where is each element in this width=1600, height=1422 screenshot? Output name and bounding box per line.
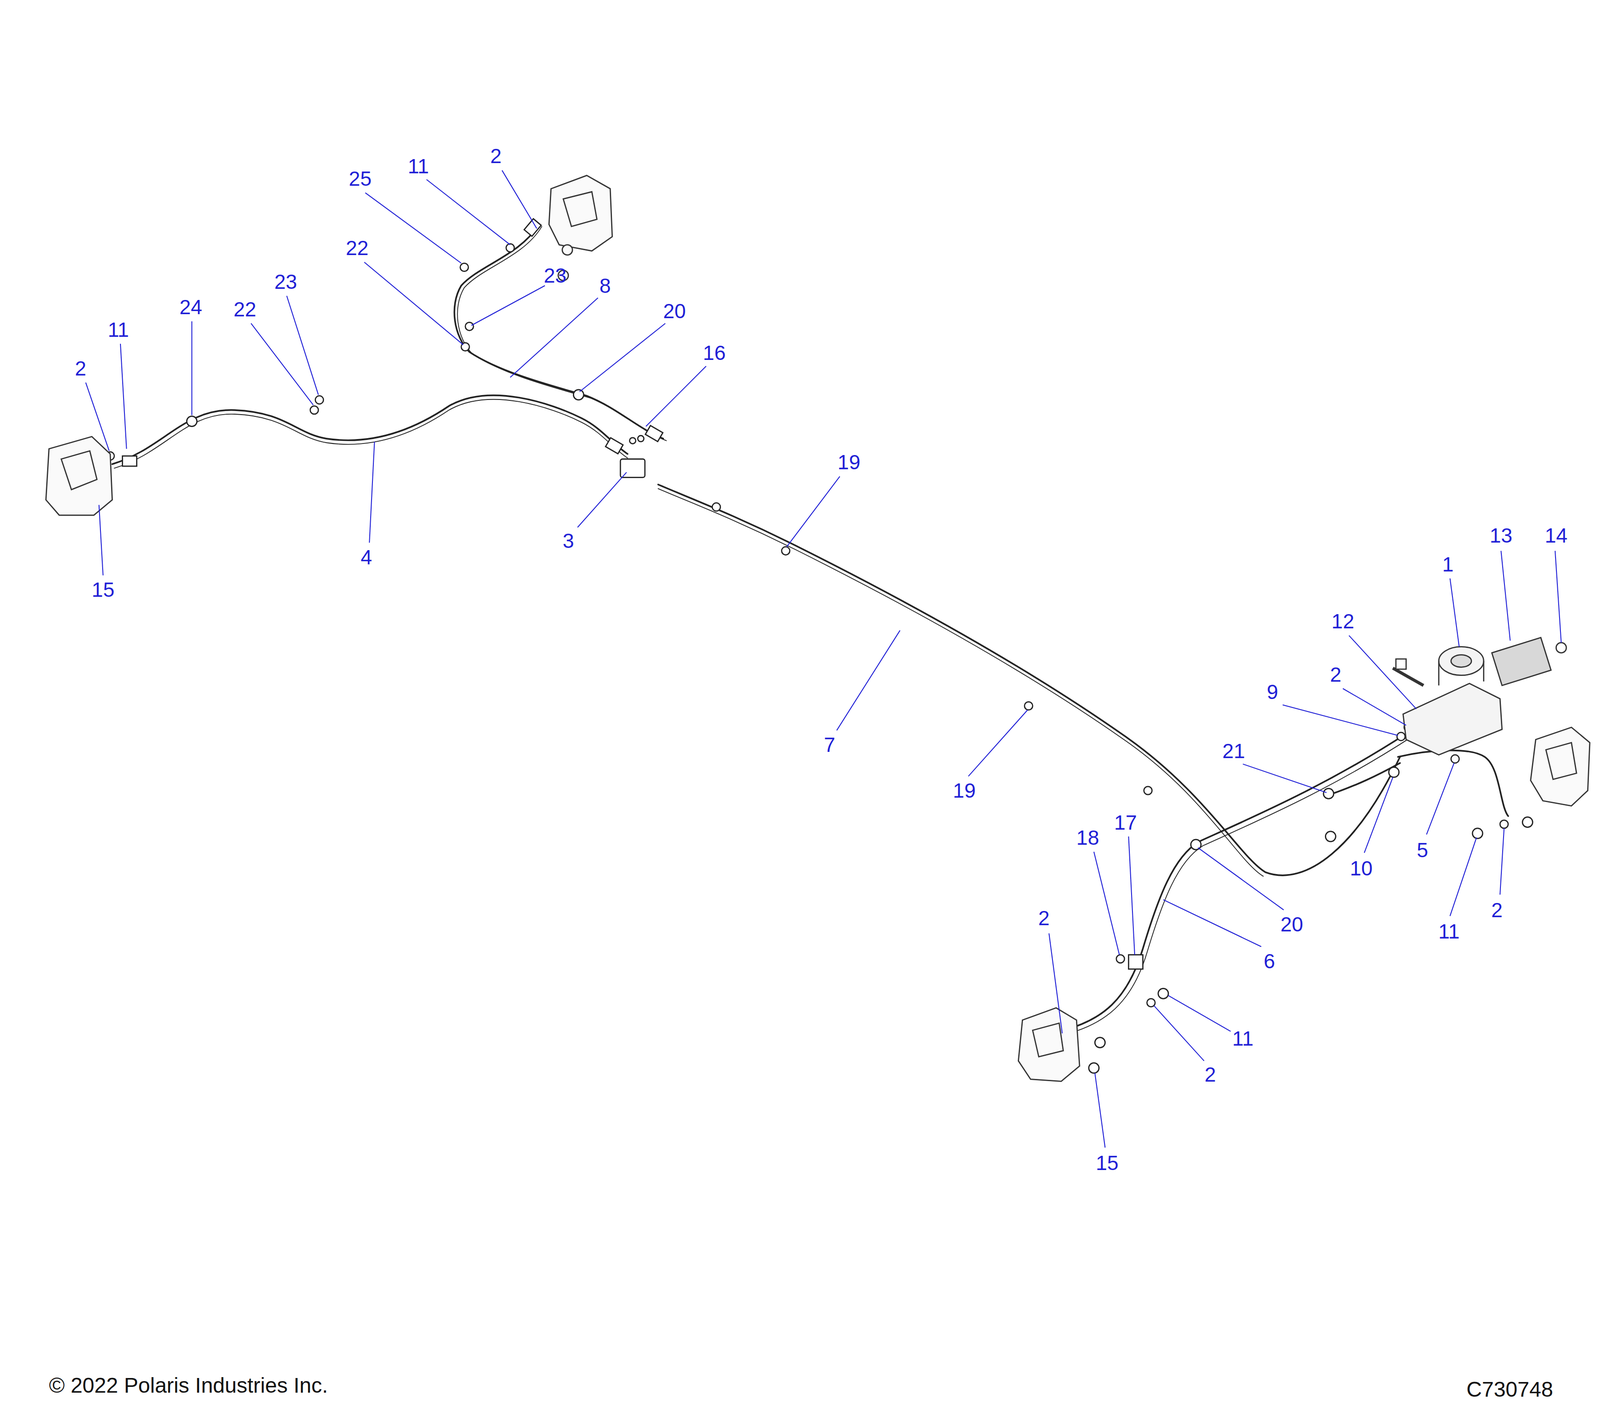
callout-number: 9 [1266,681,1279,703]
callout-number: 11 [1438,921,1460,942]
callout-number: 11 [1232,1028,1254,1049]
callout-number: 2 [1491,900,1503,921]
callout-number: 14 [1544,525,1568,546]
callout-number: 11 [407,156,429,177]
callout-number: 17 [1114,812,1137,833]
leader-lines [85,170,1562,1148]
callout-number: 22 [233,299,256,320]
callout-number: 21 [1222,740,1245,762]
callout-number: 20 [1280,914,1304,935]
callout-number: 6 [1263,951,1276,972]
callout-number: 8 [599,275,612,296]
callout-number: 4 [360,547,372,568]
callout-number: 12 [1331,611,1355,632]
callout-number: 23 [543,265,567,286]
callout-number: 11 [107,319,129,340]
callout-number: 15 [1095,1152,1119,1174]
callout-number: 18 [1076,827,1100,848]
callout-number: 7 [824,734,836,756]
callout-number: 22 [345,237,369,259]
callout-number: 1 [1442,554,1454,575]
callout-number: 25 [348,168,372,189]
callout-number: 19 [837,452,861,473]
drawing-number: C730748 [1466,1379,1554,1401]
callout-number: 15 [91,579,115,600]
callout-number: 2 [1330,664,1342,685]
callout-number: 3 [562,530,575,552]
callout-number: 2 [490,145,502,167]
master-cylinder [1392,637,1567,756]
callout-number: 16 [703,342,726,364]
callout-number: 2 [1204,1064,1216,1085]
callout-number: 2 [75,358,87,379]
callout-number: 19 [952,780,976,801]
fittings [93,218,1533,1074]
callout-number: 20 [663,300,686,322]
callout-number: 10 [1349,858,1373,879]
callout-number: 13 [1489,525,1513,546]
copyright-text: © 2022 Polaris Industries Inc. [48,1375,328,1397]
callout-number: 2 [1038,908,1050,929]
callout-number: 24 [179,296,203,318]
callout-number: 23 [274,271,297,292]
calipers [45,175,1590,1082]
callout-number: 5 [1416,840,1429,861]
brake-lines [112,224,1509,1035]
